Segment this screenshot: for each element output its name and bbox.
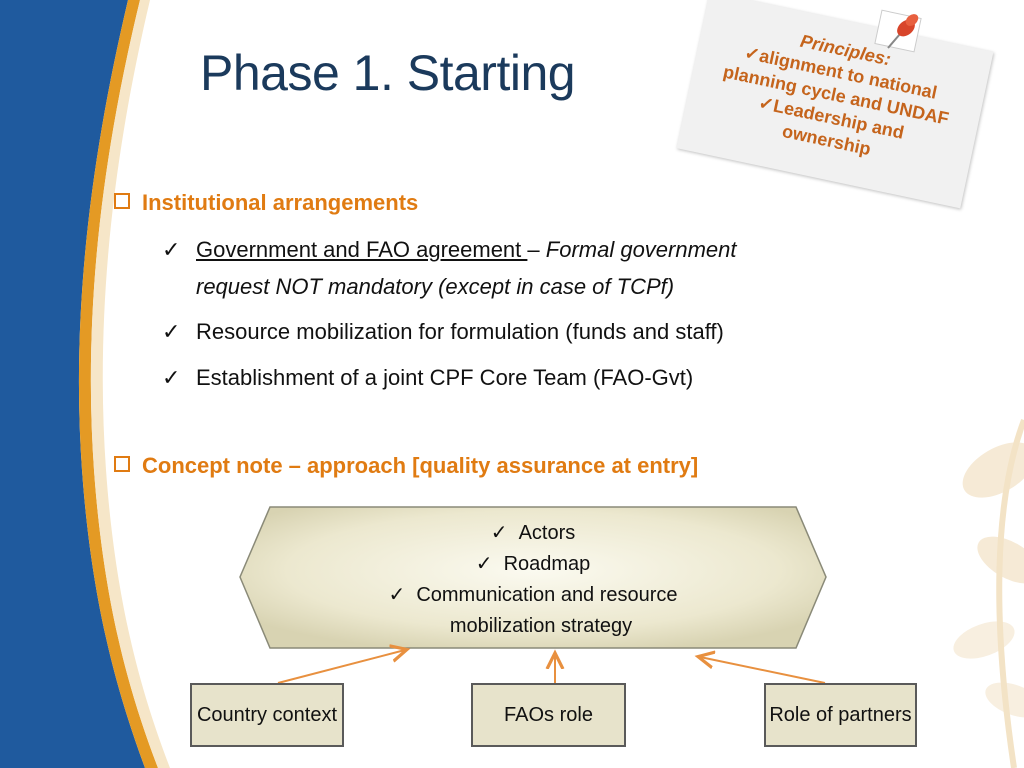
section-heading: Concept note – approach [quality assuran… <box>142 453 699 478</box>
hexagon-item-continuation: mobilization strategy <box>449 615 633 637</box>
section-institutional-arrangements: Institutional arrangements <box>114 190 418 216</box>
pushpin-icon <box>874 9 922 53</box>
box-country-context: Country context <box>190 683 344 747</box>
box-label: FAOs role <box>504 704 593 726</box>
agreement-note-1: Formal government <box>545 237 737 262</box>
section-concept-note: Concept note – approach [quality assuran… <box>114 453 698 479</box>
hexagon-item-communication: ✓ Communication and resource <box>388 584 678 606</box>
checkmark-icon: ✓ <box>475 553 504 575</box>
checkmark-icon: ✓ <box>388 584 417 606</box>
hexagon-item-actors: ✓ Actors <box>490 522 576 544</box>
bullet-item-core-team: ✓ Establishment of a joint CPF Core Team … <box>162 359 693 396</box>
square-bullet-icon <box>114 456 130 472</box>
agreement-text: Government and FAO agreement <box>196 237 528 262</box>
square-bullet-icon <box>114 193 130 209</box>
section-heading: Institutional arrangements <box>142 190 419 215</box>
box-role-of-partners: Role of partners <box>764 683 917 747</box>
bullet-text: Resource mobilization for formulation (f… <box>196 319 724 344</box>
bullet-item-agreement: ✓ Government and FAO agreement – Formal g… <box>162 231 737 305</box>
agreement-note-2: request NOT mandatory (except in case of… <box>196 274 675 299</box>
checkmark-icon: ✓ <box>490 522 519 544</box>
hexagon-item-roadmap: ✓ Roadmap <box>475 553 591 575</box>
box-faos-role: FAOs role <box>471 683 626 747</box>
box-label: Country context <box>196 704 338 726</box>
right-foliage-decoration <box>953 418 1024 768</box>
hexagon-content: ✓ Actors ✓ Roadmap ✓ Communication and r… <box>238 518 828 642</box>
concept-note-hexagon <box>239 506 827 649</box>
bullet-item-resource-mobilization: ✓ Resource mobilization for formulation (… <box>162 313 724 350</box>
slide-title: Phase 1. Starting <box>200 45 576 101</box>
checkmark-icon: ✓ <box>162 365 181 390</box>
box-label: Role of partners <box>769 704 912 726</box>
arrow-partners-to-hexagon <box>700 657 826 684</box>
arrow-country-to-hexagon <box>277 650 405 684</box>
bullet-text: Establishment of a joint CPF Core Team (… <box>196 365 694 390</box>
agreement-dash: – <box>527 237 546 262</box>
checkmark-icon: ✓ <box>162 237 181 262</box>
left-decoration <box>0 0 170 768</box>
checkmark-icon: ✓ <box>162 319 181 344</box>
